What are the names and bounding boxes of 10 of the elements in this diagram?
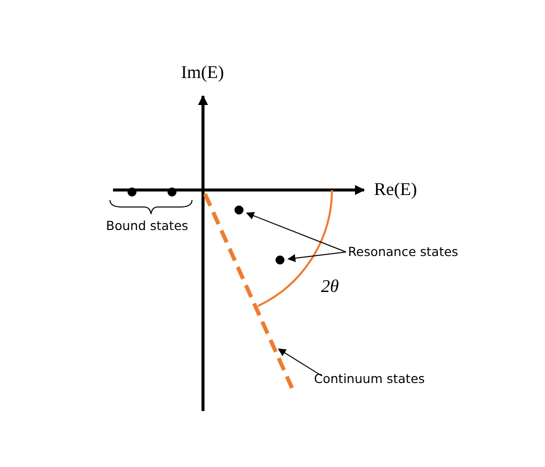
- leader-arrow: [246, 212, 346, 252]
- axis-label: Im(E): [181, 62, 224, 83]
- dashed-continuum-line: [203, 193, 294, 389]
- angle-label: 2θ: [321, 276, 339, 297]
- callout-text: Continuum states: [314, 372, 425, 386]
- leader-arrow: [287, 252, 346, 262]
- leader-arrow: [278, 348, 322, 376]
- callout-text: Resonance states: [348, 245, 458, 260]
- bound-states-label: Bound states: [106, 219, 188, 234]
- axis-label: Re(E): [374, 179, 417, 200]
